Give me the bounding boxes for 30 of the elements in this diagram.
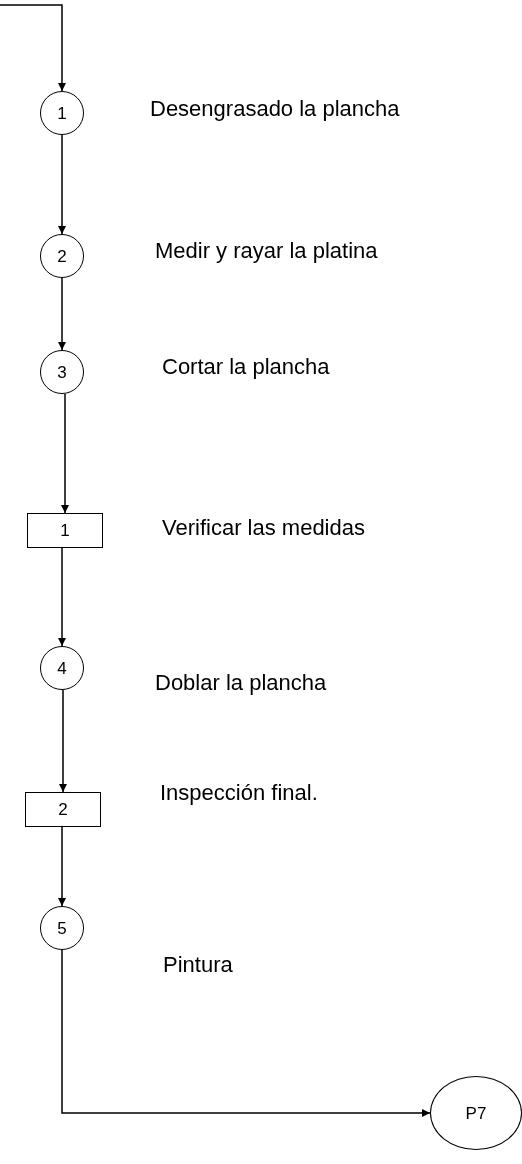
step-number: P7	[465, 1104, 487, 1122]
arrow	[58, 547, 66, 647]
step-number: 1	[57, 104, 67, 122]
arrow	[61, 393, 69, 514]
step-description: Cortar la plancha	[162, 354, 330, 381]
step-description: Pintura	[163, 952, 233, 979]
arrow	[58, 134, 66, 235]
arrow	[61, 949, 431, 1117]
operation-circle	[40, 646, 84, 690]
step-description: Verificar las medidas	[162, 515, 365, 542]
step-number: 2	[58, 801, 68, 818]
operation-circle	[40, 906, 84, 950]
step-number: 4	[57, 659, 67, 677]
step-description: Doblar la plancha	[155, 670, 327, 697]
step-description: Desengrasado la plancha	[150, 96, 400, 123]
arrow	[58, 277, 66, 351]
step-number: 2	[57, 247, 67, 265]
arrow	[58, 826, 66, 907]
operation-circle	[40, 350, 84, 394]
step-description: Inspección final.	[160, 780, 318, 807]
step-number: 3	[57, 363, 67, 381]
arrow	[59, 689, 67, 793]
step-number: 1	[60, 522, 70, 539]
inspection-box	[27, 513, 103, 548]
arrow	[0, 4, 66, 92]
step-description: Medir y rayar la platina	[155, 238, 378, 265]
inspection-box	[25, 792, 101, 827]
step-number: 5	[57, 919, 67, 937]
operation-circle	[40, 91, 84, 135]
operation-circle	[40, 234, 84, 278]
